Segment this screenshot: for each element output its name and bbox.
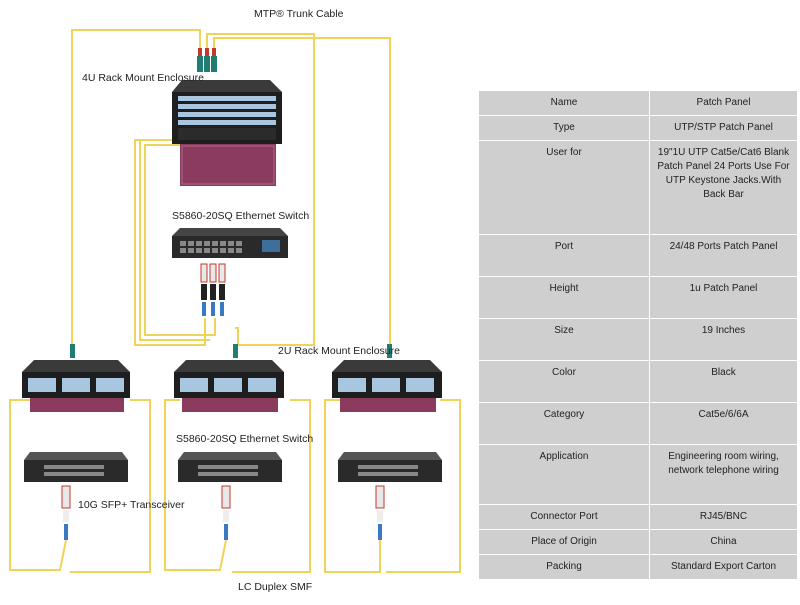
lc-cable-right-return [386,399,461,573]
spec-value-port: 24/48 Ports Patch Panel [649,234,798,277]
spec-key-size: Size [478,318,650,361]
network-diagram: MTP® Trunk Cable 4U Rack Mount Enclosure… [9,8,461,593]
spec-value-packing: Standard Export Carton [649,554,798,580]
trunk-cable-mid [206,33,315,346]
transceivers-top [200,263,226,316]
table-row: Connector Port RJ45/BNC [478,504,798,530]
lc-duplex-label: LC Duplex SMF [238,581,313,593]
spec-key-type: Type [478,115,650,141]
enclosure-2u-mid [174,344,284,412]
lc-cable-mid-return [232,399,311,573]
spec-key-connector-port: Connector Port [478,504,650,530]
switch-mid-label: S5860-20SQ Ethernet Switch [176,433,314,445]
trunk-cable-left [71,29,201,345]
table-row: Category Cat5e/6/6A [478,402,798,445]
lc-cable-mid [164,399,227,571]
spec-key-category: Category [478,402,650,445]
lc-cable-left-return [70,399,151,573]
switch-bottom-mid [178,452,282,482]
spec-value-category: Cat5e/6/6A [649,402,798,445]
enclosure-4u [172,80,282,186]
table-row: Packing Standard Export Carton [478,554,798,580]
spec-value-name: Patch Panel [649,90,798,116]
switch-top-label: S5860-20SQ Ethernet Switch [172,210,310,222]
table-row: Application Engineering room wiring, net… [478,444,798,505]
spec-key-user-for: User for [478,140,650,235]
trunk-cable-label: MTP® Trunk Cable [254,8,344,20]
spec-value-size: 19 Inches [649,318,798,361]
spec-value-application: Engineering room wiring, network telepho… [649,444,798,505]
diagram-graphic [9,29,461,573]
enclosure-2u-label: 2U Rack Mount Enclosure [278,345,400,357]
spec-key-height: Height [478,276,650,319]
spec-key-port: Port [478,234,650,277]
table-row: User for 19"1U UTP Cat5e/Cat6 Blank Patc… [478,140,798,235]
loop-cable-inner [139,139,210,341]
table-row: Place of Origin China [478,529,798,555]
spec-value-connector-port: RJ45/BNC [649,504,798,530]
spec-key-name: Name [478,90,650,116]
table-row: Height 1u Patch Panel [478,276,798,319]
switch-bottom-left [24,452,128,482]
enclosure-2u-right [332,344,442,412]
table-row: Port 24/48 Ports Patch Panel [478,234,798,277]
spec-key-packing: Packing [478,554,650,580]
spec-value-user-for: 19"1U UTP Cat5e/Cat6 Blank Patch Panel 2… [649,140,798,235]
spec-table: Name Patch Panel Type UTP/STP Patch Pane… [478,90,798,580]
switch-bottom-right [338,452,442,482]
switch-top [172,228,288,258]
transceivers-bottom [61,485,385,540]
enclosure-4u-label: 4U Rack Mount Enclosure [82,72,204,84]
enclosure-2u-left [22,344,130,412]
table-row: Type UTP/STP Patch Panel [478,115,798,141]
mtp-connectors-top [197,48,217,72]
spec-key-origin: Place of Origin [478,529,650,555]
sfp-transceiver-label: 10G SFP+ Transceiver [78,499,185,511]
lc-cable-right [324,399,381,573]
spec-value-height: 1u Patch Panel [649,276,798,319]
spec-key-color: Color [478,360,650,403]
table-row: Name Patch Panel [478,90,798,116]
spec-value-type: UTP/STP Patch Panel [649,115,798,141]
spec-value-color: Black [649,360,798,403]
lc-cable-left [9,399,67,571]
table-row: Size 19 Inches [478,318,798,361]
spec-key-application: Application [478,444,650,505]
table-row: Color Black [478,360,798,403]
spec-value-origin: China [649,529,798,555]
